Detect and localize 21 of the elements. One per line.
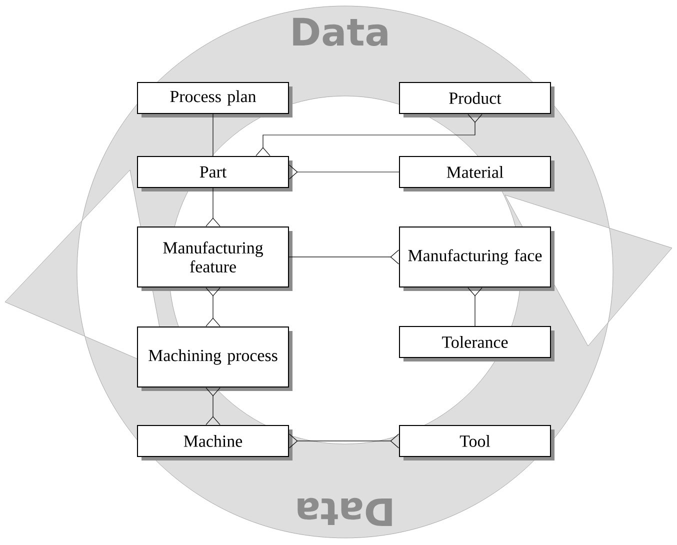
- entity-box: Manufacturing face: [399, 226, 554, 291]
- relationship-line: [206, 188, 220, 226]
- entity-box: Product: [399, 82, 554, 118]
- data-label: Data: [293, 18, 388, 46]
- data-label: Data: [298, 498, 392, 526]
- relationship-line: [468, 287, 482, 326]
- entity-box: Manufacturing feature: [137, 226, 292, 291]
- relationship-line: [288, 250, 399, 264]
- relationship-line: [212, 114, 214, 156]
- entity-box: Machine: [137, 424, 292, 460]
- entity-box: Process plan: [137, 82, 292, 118]
- entity-box: Material: [399, 156, 554, 192]
- entity-box: Part: [137, 156, 292, 192]
- relationship-line: [206, 287, 220, 326]
- entity-box: Tool: [399, 424, 554, 460]
- entity-box: Machining process: [137, 326, 292, 391]
- entity-box: Tolerance: [399, 326, 554, 362]
- relationship-line: [256, 114, 482, 156]
- relationship-line: [289, 434, 399, 448]
- relationship-line: [289, 164, 400, 180]
- relationship-line: [206, 387, 220, 425]
